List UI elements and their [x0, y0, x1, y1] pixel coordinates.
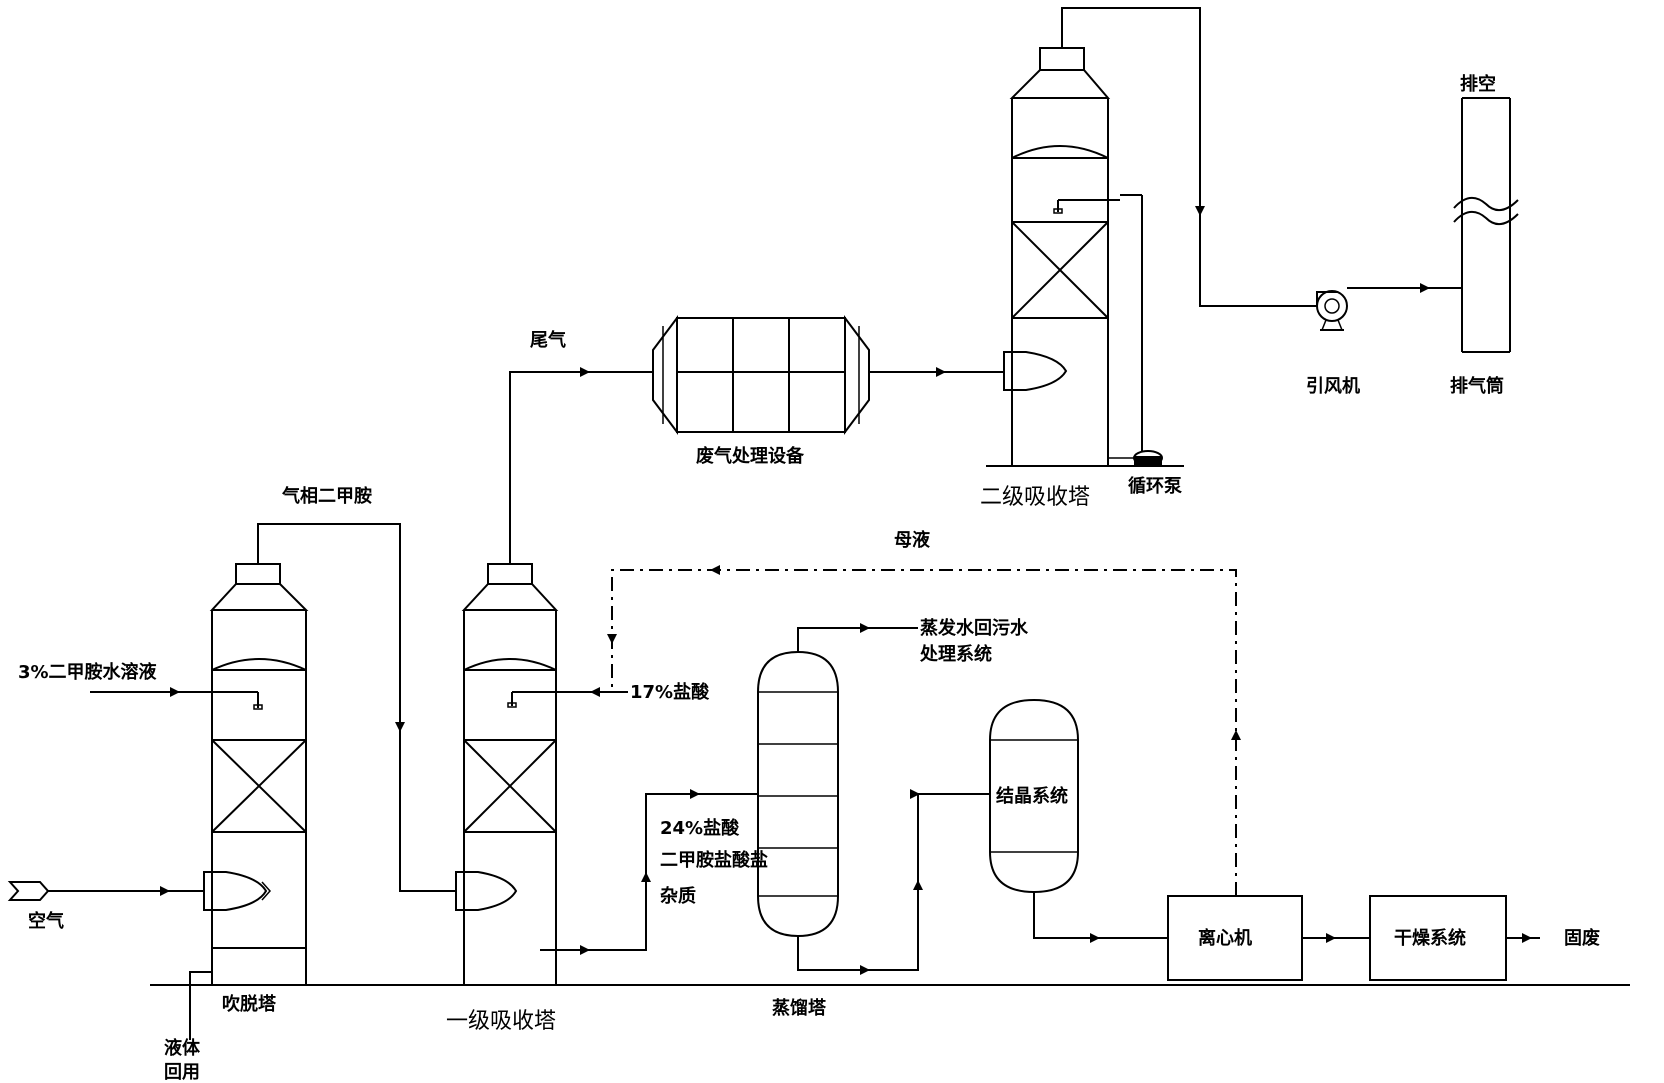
- waste-gas-equipment: [652, 315, 870, 435]
- label-acid-17: 17%盐酸: [630, 681, 710, 703]
- label-feed-solution: 3%二甲胺水溶液: [18, 661, 158, 683]
- label-air: 空气: [28, 910, 64, 932]
- flow-lines: [7, 7, 1540, 1040]
- label-evap-water-2: 处理系统: [919, 643, 992, 665]
- crystallization-vessel: [989, 698, 1079, 894]
- label-secondary-absorber: 二级吸收塔: [980, 485, 1090, 510]
- circulation-pump: [1108, 194, 1163, 466]
- label-mother-liquor: 母液: [894, 529, 931, 551]
- label-exhaust-stack: 排气筒: [1450, 375, 1504, 397]
- label-liquid-reuse-2: 回用: [164, 1062, 200, 1083]
- stripping-tower: [203, 563, 309, 985]
- induced-fan: [1316, 290, 1348, 331]
- label-stripping-tower: 吹脱塔: [222, 993, 277, 1015]
- label-drying: 干燥系统: [1394, 927, 1466, 949]
- label-vent: 排空: [1460, 73, 1496, 95]
- secondary-absorber: [986, 47, 1184, 467]
- flow-arrows: [160, 206, 1532, 975]
- label-liquid-reuse-1: 液体: [164, 1037, 201, 1059]
- label-induced-fan: 引风机: [1306, 376, 1360, 397]
- exhaust-stack: [1453, 97, 1519, 353]
- label-acid-24: 24%盐酸: [660, 817, 740, 839]
- label-crystallization: 结晶系统: [996, 785, 1068, 807]
- label-dma-hcl: 二甲胺盐酸盐: [660, 849, 768, 871]
- label-solid-waste: 固废: [1564, 927, 1600, 949]
- label-impurities: 杂质: [660, 886, 696, 907]
- label-waste-gas-equipment: 废气处理设备: [696, 445, 805, 467]
- label-gas-dimethylamine: 气相二甲胺: [281, 485, 372, 507]
- label-circulation-pump: 循环泵: [1128, 475, 1182, 497]
- label-primary-absorber: 一级吸收塔: [446, 1009, 556, 1034]
- label-evap-water-1: 蒸发水回污水: [920, 617, 1029, 639]
- primary-absorber: [455, 563, 562, 985]
- label-distillation-tower: 蒸馏塔: [772, 997, 827, 1019]
- label-tail-gas: 尾气: [530, 329, 566, 351]
- distillation-tower: [757, 650, 839, 938]
- label-centrifuge: 离心机: [1198, 927, 1252, 949]
